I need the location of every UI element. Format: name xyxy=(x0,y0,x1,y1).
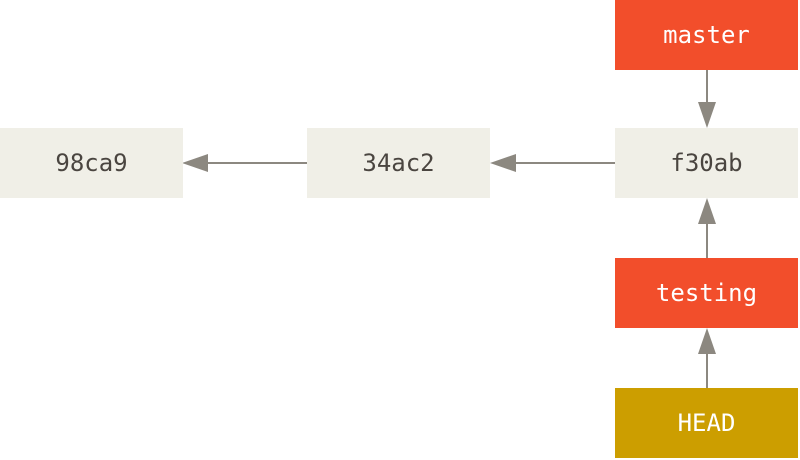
edge-34ac2-to-98ca9 xyxy=(182,154,307,172)
commit-label: 34ac2 xyxy=(362,149,435,177)
branch-testing: testing xyxy=(615,258,798,328)
branch-master: master xyxy=(615,0,798,70)
edge-master-to-f30ab xyxy=(698,70,716,128)
edge-head-to-testing xyxy=(698,328,716,388)
head-label: HEAD xyxy=(677,409,736,437)
commit-node-f30ab: f30ab xyxy=(615,128,798,198)
commit-label: f30ab xyxy=(670,149,743,177)
edge-testing-to-f30ab xyxy=(698,198,716,258)
edge-f30ab-to-34ac2 xyxy=(490,154,615,172)
commit-node-98ca9: 98ca9 xyxy=(0,128,183,198)
commit-label: 98ca9 xyxy=(55,149,128,177)
head-pointer: HEAD xyxy=(615,388,798,458)
branch-label: master xyxy=(663,21,750,49)
commit-node-34ac2: 34ac2 xyxy=(307,128,490,198)
branch-label: testing xyxy=(655,279,758,307)
